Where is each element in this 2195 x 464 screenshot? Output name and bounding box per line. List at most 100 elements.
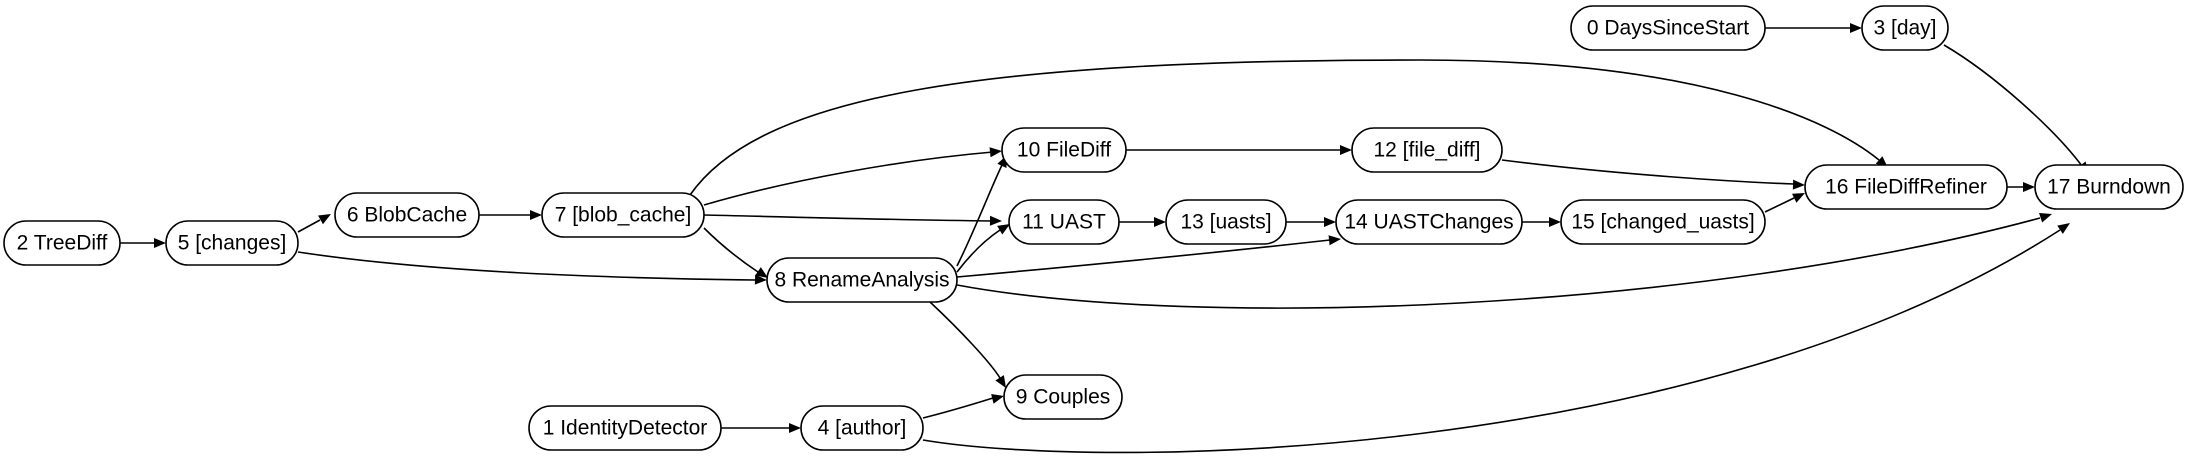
edge-line xyxy=(956,229,1001,273)
node-shape[interactable] xyxy=(1570,5,1766,51)
node-label: 10 FileDiff xyxy=(1017,139,1111,162)
node-shape[interactable] xyxy=(1003,374,1123,420)
graph-node-n1[interactable]: 1 IdentityDetector xyxy=(528,405,722,451)
graph-node-n17[interactable]: 17 Burndown xyxy=(2034,164,2184,210)
node-label: 14 UASTChanges xyxy=(1344,211,1513,234)
edge-n16-to-n17 xyxy=(2007,182,2035,192)
node-label: 4 [author] xyxy=(818,417,907,440)
graph-node-n7[interactable]: 7 [blob_cache] xyxy=(541,192,705,238)
edge-n2-to-n5 xyxy=(120,238,166,248)
edge-n8-to-n11 xyxy=(956,224,1010,273)
edge-n7-to-n16 xyxy=(689,59,1888,196)
node-shape[interactable] xyxy=(1001,127,1127,173)
arrow-head-icon xyxy=(1549,217,1561,227)
node-label: 7 [blob_cache] xyxy=(555,204,692,227)
edge-n5-to-n6 xyxy=(297,214,331,233)
node-label: 12 [file_diff] xyxy=(1373,139,1480,162)
edge-line xyxy=(922,397,994,419)
edge-line xyxy=(929,301,1001,379)
graph-node-n16[interactable]: 16 FileDiffRefiner xyxy=(1804,164,2008,210)
node-label: 9 Couples xyxy=(1016,386,1111,409)
edge-n7-to-n8 xyxy=(703,227,768,278)
graph-node-n9[interactable]: 9 Couples xyxy=(1003,374,1123,420)
arrow-head-icon xyxy=(1328,235,1341,246)
edge-n8-to-n17 xyxy=(956,212,2052,309)
node-label: 15 [changed_uasts] xyxy=(1571,211,1754,234)
node-shape[interactable] xyxy=(165,220,299,266)
graph-node-n15[interactable]: 15 [changed_uasts] xyxy=(1560,199,1766,245)
node-shape[interactable] xyxy=(334,192,480,238)
node-shape[interactable] xyxy=(1165,199,1287,245)
node-label: 2 TreeDiff xyxy=(17,232,108,255)
node-label: 6 BlobCache xyxy=(347,204,467,227)
edge-n10-to-n12 xyxy=(1126,145,1352,155)
node-shape[interactable] xyxy=(541,192,705,238)
arrow-head-icon xyxy=(754,274,767,285)
node-label: 16 FileDiffRefiner xyxy=(1825,176,1987,199)
arrow-head-icon xyxy=(1792,193,1805,203)
node-shape[interactable] xyxy=(3,220,121,266)
node-shape[interactable] xyxy=(1804,164,2008,210)
arrow-head-icon xyxy=(997,224,1010,235)
graph-node-n14[interactable]: 14 UASTChanges xyxy=(1335,199,1523,245)
node-shape[interactable] xyxy=(1351,127,1503,173)
arrow-head-icon xyxy=(1324,217,1336,227)
edge-line xyxy=(1764,197,1795,213)
node-label: 8 RenameAnalysis xyxy=(774,269,949,292)
graph-node-n11[interactable]: 11 UAST xyxy=(1008,199,1120,245)
nodes-layer: 0 DaysSinceStart 3 [day] 10 FileDiff 12 [fi… xyxy=(3,5,2184,451)
edge-n14-to-n15 xyxy=(1522,217,1561,227)
edge-n4-to-n9 xyxy=(922,394,1004,419)
edge-n3-to-n17 xyxy=(1943,44,2089,174)
arrow-head-icon xyxy=(154,238,166,248)
edge-n0-to-n3 xyxy=(1765,23,1862,33)
node-shape[interactable] xyxy=(528,405,722,451)
arrow-head-icon xyxy=(530,210,542,220)
edge-line xyxy=(1501,159,1795,185)
arrow-head-icon xyxy=(2023,182,2035,192)
node-shape[interactable] xyxy=(1335,199,1523,245)
node-shape[interactable] xyxy=(1560,199,1766,245)
node-shape[interactable] xyxy=(1008,199,1120,245)
graph-node-n8[interactable]: 8 RenameAnalysis xyxy=(766,257,958,303)
edge-line xyxy=(956,239,1331,278)
edge-n8-to-n14 xyxy=(956,235,1341,278)
edge-n5-to-n8 xyxy=(297,251,767,285)
graph-node-n10[interactable]: 10 FileDiff xyxy=(1001,127,1127,173)
edge-line xyxy=(297,251,756,281)
edge-n8-to-n10 xyxy=(956,155,1007,267)
graph-node-n12[interactable]: 12 [file_diff] xyxy=(1351,127,1503,173)
node-label: 13 [uasts] xyxy=(1180,211,1271,234)
edge-n7-to-n10 xyxy=(703,147,1002,206)
edge-n13-to-n14 xyxy=(1286,217,1336,227)
graph-node-n0[interactable]: 0 DaysSinceStart xyxy=(1570,5,1766,51)
node-shape[interactable] xyxy=(766,257,958,303)
node-label: 3 [day] xyxy=(1873,17,1936,40)
edge-line xyxy=(956,164,1003,267)
graph-node-n2[interactable]: 2 TreeDiff xyxy=(3,220,121,266)
edge-n7-to-n11 xyxy=(703,214,1002,226)
arrow-head-icon xyxy=(1792,179,1805,190)
graph-node-n4[interactable]: 4 [author] xyxy=(800,405,924,451)
edge-n15-to-n16 xyxy=(1764,193,1805,213)
graph-node-n13[interactable]: 13 [uasts] xyxy=(1165,199,1287,245)
node-shape[interactable] xyxy=(800,405,924,451)
graph-node-n6[interactable]: 6 BlobCache xyxy=(334,192,480,238)
graph-node-n3[interactable]: 3 [day] xyxy=(1861,5,1949,51)
edge-line xyxy=(297,219,321,233)
node-shape[interactable] xyxy=(2034,164,2184,210)
node-label: 17 Burndown xyxy=(2047,176,2171,199)
edge-line xyxy=(703,151,994,206)
graph-node-n5[interactable]: 5 [changes] xyxy=(165,220,299,266)
arrow-head-icon xyxy=(789,423,801,433)
edge-n12-to-n16 xyxy=(1501,159,1805,190)
arrow-head-icon xyxy=(989,147,1002,158)
edge-n4-to-n17 xyxy=(922,223,2070,454)
edge-n1-to-n4 xyxy=(721,423,801,433)
arrow-head-icon xyxy=(1340,145,1352,155)
node-label: 11 UAST xyxy=(1022,211,1106,234)
edge-line xyxy=(1943,44,2083,167)
node-shape[interactable] xyxy=(1861,5,1949,51)
